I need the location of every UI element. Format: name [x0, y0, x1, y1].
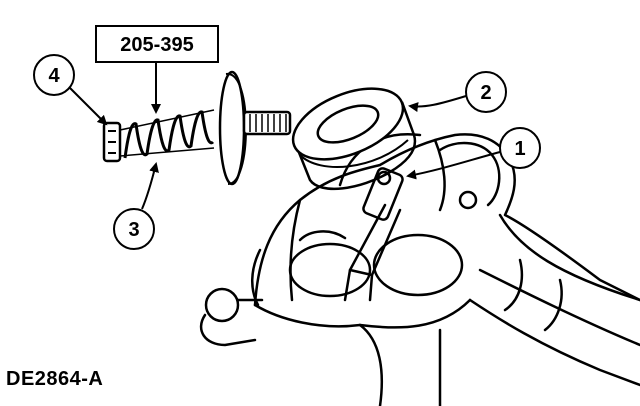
spring-bolt-assembly [102, 70, 292, 186]
callout-1-leader [406, 151, 501, 180]
callout-2-label: 2 [480, 82, 491, 104]
callout-3-label: 3 [128, 219, 139, 241]
callout-1: 1 [499, 127, 541, 169]
callout-4: 4 [33, 54, 75, 96]
figure-id-label: DE2864-A [6, 368, 104, 390]
callout-4-leader [69, 87, 108, 126]
callout-3: 3 [113, 208, 155, 250]
callout-3-leader [141, 162, 159, 210]
callout-1-label: 1 [514, 138, 525, 160]
callout-2: 2 [465, 71, 507, 113]
pulley-ring [291, 87, 417, 191]
tool-number-label: 205-395 [120, 34, 193, 56]
callout-4-label: 4 [48, 65, 60, 87]
callout-2-leader [408, 95, 467, 113]
tool-label-box: 205-395 [95, 25, 219, 63]
steering-gear-housing [199, 132, 640, 406]
